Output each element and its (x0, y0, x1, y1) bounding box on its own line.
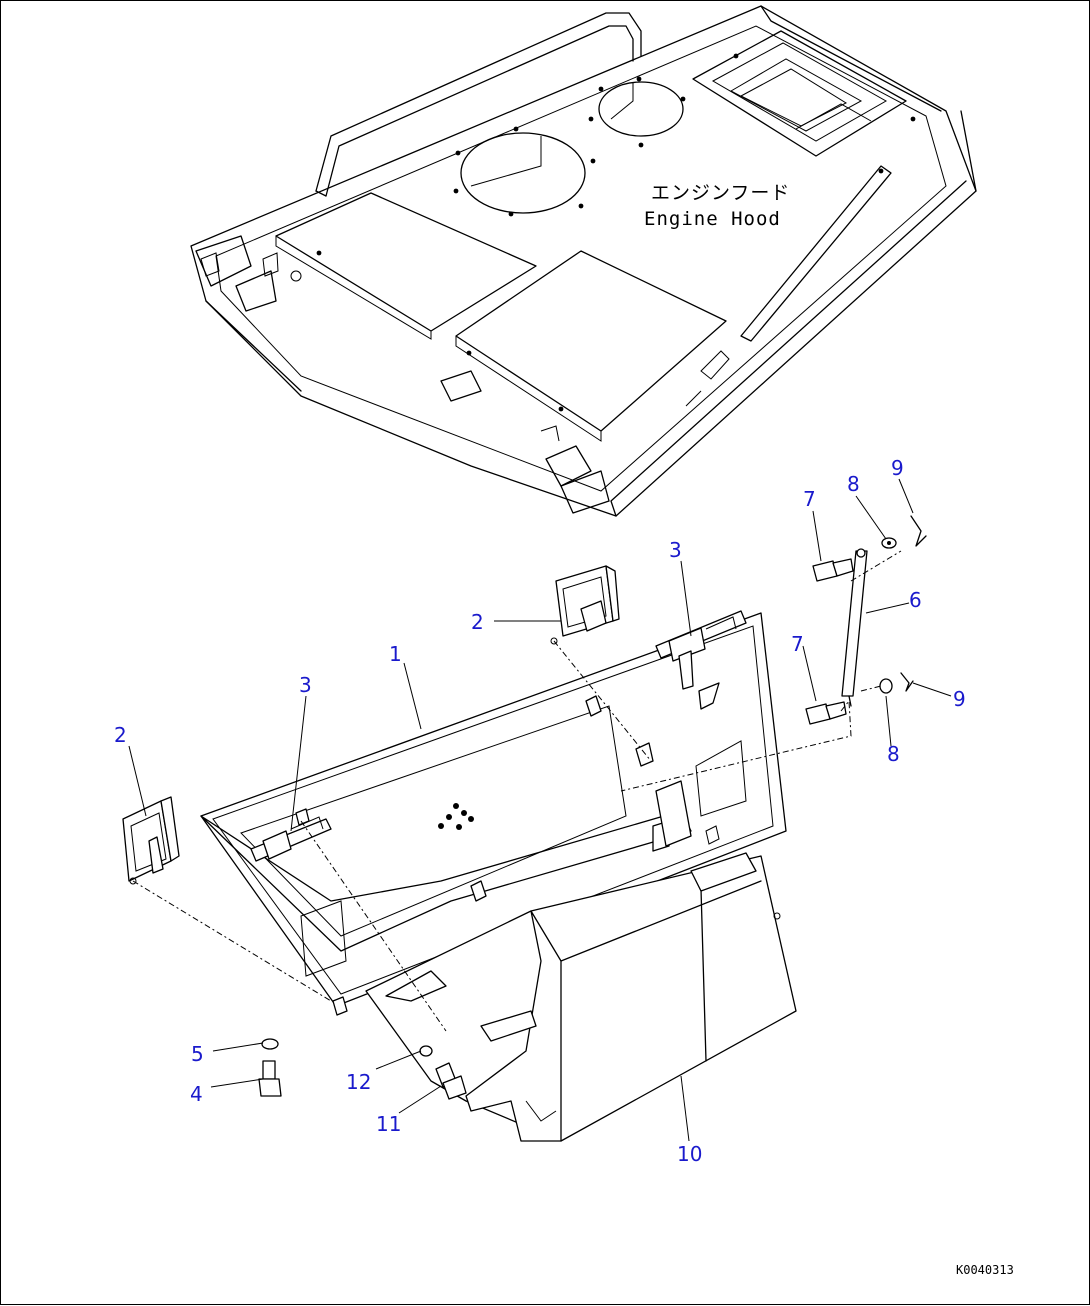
bolt-7-bottom (805, 701, 847, 725)
hinge-left (250, 816, 332, 862)
pin-9-bottom (900, 672, 914, 692)
callout-2-left: 2 (114, 723, 127, 747)
callout-5: 5 (191, 1042, 204, 1066)
bolt-7-top (812, 558, 854, 582)
callout-10: 10 (677, 1142, 702, 1166)
side-cover-panel (200, 612, 787, 1016)
callout-8-bottom: 8 (887, 742, 900, 766)
washer-8-top (881, 537, 897, 549)
callout-2-right: 2 (471, 610, 484, 634)
callout-1: 1 (389, 642, 402, 666)
pin-9-top (910, 515, 927, 547)
washer-5 (261, 1038, 279, 1050)
washer-12 (419, 1045, 433, 1057)
callout-7-bottom: 7 (791, 632, 804, 656)
callout-12: 12 (346, 1070, 371, 1094)
callout-7-top: 7 (803, 487, 816, 511)
hood-label-english: Engine Hood (644, 208, 781, 230)
hood-label-japanese: エンジンフード (651, 182, 790, 204)
bolt-4 (258, 1060, 282, 1097)
callout-9-bottom: 9 (953, 687, 966, 711)
callout-9-top: 9 (891, 456, 904, 480)
bottom-cover (365, 852, 797, 1142)
drawing-code: K0040313 (956, 1263, 1014, 1277)
latch-left (122, 796, 180, 885)
gas-strut (841, 548, 868, 707)
assembly-lines (132, 550, 902, 1032)
callout-4: 4 (190, 1082, 203, 1106)
callout-3-left: 3 (299, 673, 312, 697)
engine-hood (190, 5, 977, 517)
callout-11: 11 (376, 1112, 401, 1136)
callout-3-right: 3 (669, 538, 682, 562)
callout-8-top: 8 (847, 472, 860, 496)
latch-right (550, 565, 620, 645)
bolt-11 (435, 1062, 467, 1100)
leader-lines (128, 478, 952, 1142)
washer-8-bottom (879, 678, 893, 694)
callout-6: 6 (909, 588, 922, 612)
